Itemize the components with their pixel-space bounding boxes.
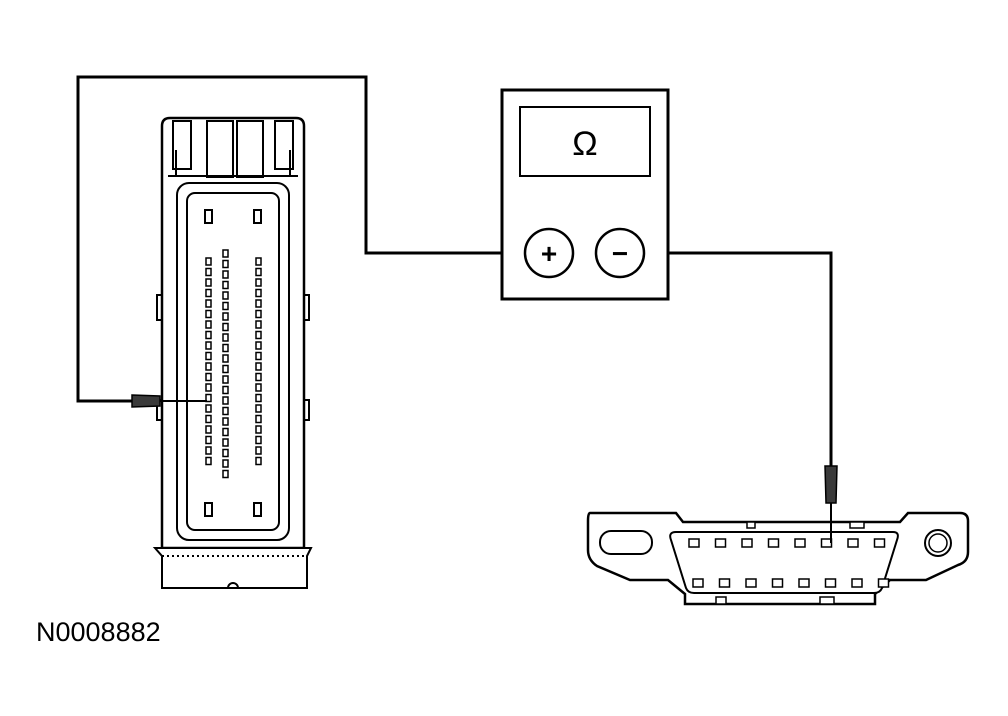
ecu-pin [222,396,229,405]
ecu-connector [152,116,313,589]
ecu-pin [255,267,262,277]
ecu-pin [222,448,229,458]
positive-terminal [523,227,575,279]
ecu-pin [205,288,212,298]
ecu-pin [222,406,229,416]
positive-lead-wire [76,75,524,403]
ecu-pin [205,341,212,350]
ecu-pin [222,322,229,332]
ecu-pin [222,417,229,426]
ecu-pin [255,456,262,466]
negative-lead-wire [645,251,833,466]
ecu-pin [205,404,212,413]
dlc-pin [877,578,890,588]
ecu-pin [255,393,262,403]
ecu-pin [222,301,229,311]
ecu-pin [222,270,229,279]
dlc-pin [741,538,753,548]
dlc-pin-face [669,531,899,594]
ecu-pin [205,309,212,319]
ecu-pin [205,267,212,277]
ecu-pin [222,469,229,479]
ohm-symbol: Ω [572,125,597,163]
probe-tip-icon [824,465,838,504]
ecu-pin [255,372,262,382]
ecu-pin [205,446,212,455]
mounting-slot [599,530,653,555]
ecu-pin [205,362,212,371]
ecu-pin [255,330,262,340]
ecu-pin [255,404,262,413]
ecu-pin [255,341,262,350]
ecu-pin [205,299,212,308]
ecu-pin [205,257,212,266]
ecu-pin [255,351,262,361]
dlc-pin [767,538,780,548]
ecu-pin [222,280,229,290]
dlc-pin [745,578,757,588]
dlc-pin [718,578,731,588]
dlc-pin [688,538,700,548]
ecu-pin [255,414,262,424]
ecu-pin [255,278,262,287]
ecu-pin [205,383,212,392]
ecu-pin [205,278,212,287]
positive-terminal-label: + [541,238,557,269]
ecu-pin [255,257,262,266]
ecu-pin [255,425,262,434]
ecu-pin [255,288,262,298]
dlc-pin [851,578,863,588]
test-leads [76,75,833,466]
ecu-pin [222,427,229,437]
ecu-pin [205,435,212,445]
ecu-pin [222,385,229,395]
ecu-pin [205,351,212,361]
ecu-pin [255,309,262,319]
ecu-pin [205,425,212,434]
dlc-pin [714,538,727,548]
ecu-pin [205,320,212,329]
ecu-pin [222,354,229,363]
probe-tip-icon [131,394,161,408]
ecu-pin [255,435,262,445]
dlc-pin [692,578,704,588]
ecu-pin [205,414,212,424]
ecu-pin [255,383,262,392]
ecu-pin [255,299,262,308]
ecu-pin [222,249,229,258]
dlc-probe [824,465,838,543]
ecu-pin [222,364,229,374]
ecu-pin [222,333,229,342]
ecu-pin [222,459,229,468]
meter-display [519,106,651,177]
dlc-pin [824,578,837,588]
figure-id: N0008882 [36,617,161,647]
ecu-pin [222,291,229,300]
dlc-pin [847,538,859,548]
dlc-pin [771,578,784,588]
ecu-pin [255,446,262,455]
ecu-pin [255,320,262,329]
ecu-pin [205,372,212,382]
ecu-pin [205,330,212,340]
ecu-pin [222,259,229,269]
dlc-connector [586,511,970,606]
ohmmeter: Ω + − [500,88,670,301]
ecu-pin [222,312,229,321]
negative-terminal-label: − [612,238,628,269]
dlc-pin-array [688,538,890,588]
ecu-pin [222,438,229,447]
ecu-pin [205,456,212,466]
ecu-pin-array [205,249,262,479]
dlc-pin [794,538,806,548]
ecu-pin [222,343,229,353]
ecu-pin [222,375,229,384]
dlc-pin [798,578,810,588]
negative-terminal [594,227,646,279]
ecu-probe [131,394,207,408]
ecu-pin [255,362,262,371]
ecu-pin [205,393,212,403]
dlc-pin [873,538,886,548]
